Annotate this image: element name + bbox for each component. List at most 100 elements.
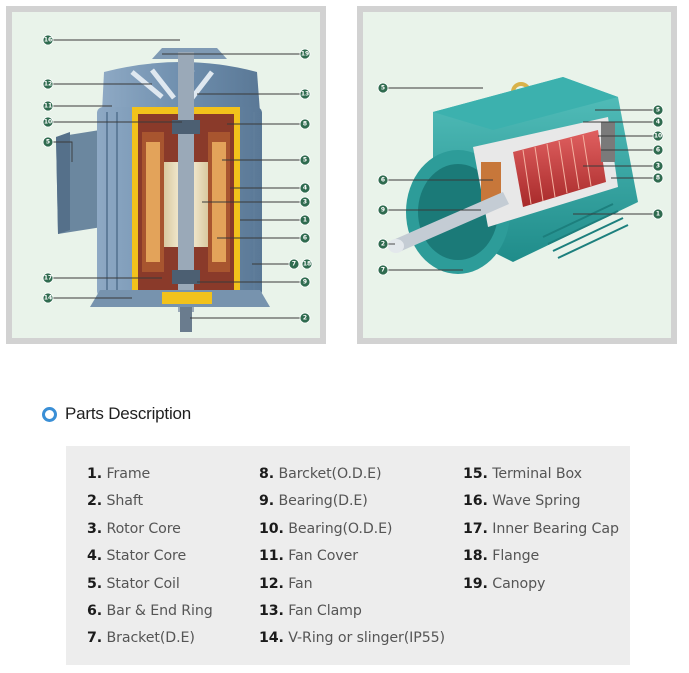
callout-9: 9 bbox=[377, 204, 389, 216]
callout-2: 2 bbox=[377, 238, 389, 250]
svg-text:6: 6 bbox=[303, 235, 307, 242]
circle-bullet-icon bbox=[42, 406, 57, 422]
section-header: Parts Description bbox=[42, 401, 191, 427]
bracket-ode bbox=[601, 122, 615, 162]
bearing-ode bbox=[172, 120, 200, 134]
svg-text:11: 11 bbox=[44, 103, 52, 110]
svg-text:2: 2 bbox=[303, 315, 307, 322]
callout-7: 7 bbox=[288, 258, 300, 270]
callout-5b: 5 bbox=[652, 104, 664, 116]
callout-markers: 16 19 12 13 11 10 8 5 5 4 3 1 6 7 18 17 … bbox=[42, 34, 313, 324]
svg-text:4: 4 bbox=[303, 185, 307, 192]
svg-text:1: 1 bbox=[656, 211, 660, 218]
svg-text:14: 14 bbox=[44, 295, 52, 302]
part-item: 6. Bar & End Ring bbox=[87, 602, 213, 619]
callout-8: 8 bbox=[652, 172, 664, 184]
svg-text:4: 4 bbox=[656, 119, 660, 126]
callout-19: 19 bbox=[299, 48, 311, 60]
part-item: 11. Fan Cover bbox=[259, 548, 358, 565]
part-item: 8. Barcket(O.D.E) bbox=[259, 466, 382, 482]
part-item: 9. Bearing(D.E) bbox=[259, 493, 368, 510]
stator-coil bbox=[481, 162, 501, 202]
svg-text:3: 3 bbox=[656, 163, 660, 170]
horizontal-motor-illustration: 5 5 4 10 6 3 8 6 9 1 2 7 bbox=[377, 77, 664, 276]
shaft bbox=[178, 52, 194, 312]
svg-text:5: 5 bbox=[656, 107, 660, 114]
callout-5b: 5 bbox=[299, 154, 311, 166]
part-item: 19. Canopy bbox=[463, 575, 546, 592]
callout-markers: 5 5 4 10 6 3 8 6 9 1 2 7 bbox=[377, 82, 664, 276]
part-item: 10. Bearing(O.D.E) bbox=[259, 520, 393, 537]
callout-11: 11 bbox=[42, 100, 54, 112]
part-item: 16. Wave Spring bbox=[463, 493, 581, 510]
part-item: 2. Shaft bbox=[87, 493, 143, 510]
parts-column-2: 8. Barcket(O.D.E) 9. Bearing(D.E) 10. Be… bbox=[259, 461, 445, 653]
callout-6b: 6 bbox=[377, 174, 389, 186]
callout-9: 9 bbox=[299, 276, 311, 288]
part-item: 12. Fan bbox=[259, 575, 313, 592]
svg-text:7: 7 bbox=[292, 261, 296, 268]
callout-16: 16 bbox=[42, 34, 54, 46]
svg-text:9: 9 bbox=[381, 207, 385, 214]
svg-text:6: 6 bbox=[381, 177, 385, 184]
svg-text:18: 18 bbox=[303, 261, 311, 268]
svg-text:1: 1 bbox=[303, 217, 307, 224]
fan-blades bbox=[130, 68, 214, 100]
callout-4: 4 bbox=[652, 116, 664, 128]
svg-text:19: 19 bbox=[301, 51, 309, 58]
vertical-motor-diagram: 16 19 12 13 11 10 8 5 5 4 3 1 6 7 18 17 … bbox=[6, 6, 326, 344]
part-item: 4. Stator Core bbox=[87, 548, 187, 565]
svg-text:7: 7 bbox=[381, 267, 385, 274]
svg-text:5: 5 bbox=[381, 85, 385, 92]
svg-text:17: 17 bbox=[44, 275, 52, 282]
callout-3: 3 bbox=[652, 160, 664, 172]
svg-text:5: 5 bbox=[303, 157, 307, 164]
svg-text:6: 6 bbox=[656, 147, 660, 154]
callout-10: 10 bbox=[42, 116, 54, 128]
parts-column-1: 1. Frame 2. Shaft 3. Rotor Core 4. Stato… bbox=[87, 461, 213, 653]
svg-text:12: 12 bbox=[44, 81, 52, 88]
svg-text:16: 16 bbox=[44, 37, 52, 44]
part-item: 7. Bracket(D.E) bbox=[87, 630, 195, 647]
parts-column-3: 15. Terminal Box 16. Wave Spring 17. Inn… bbox=[463, 461, 619, 598]
part-item: 14. V-Ring or slinger(IP55) bbox=[259, 630, 445, 647]
part-item: 18. Flange bbox=[463, 548, 540, 565]
callout-3: 3 bbox=[299, 196, 311, 208]
svg-text:8: 8 bbox=[656, 175, 660, 182]
vertical-motor-illustration: 16 19 12 13 11 10 8 5 5 4 3 1 6 7 18 17 … bbox=[42, 34, 313, 332]
callout-7: 7 bbox=[377, 264, 389, 276]
callout-1: 1 bbox=[299, 214, 311, 226]
part-item: 15. Terminal Box bbox=[463, 466, 582, 482]
callout-6a: 6 bbox=[652, 144, 664, 156]
callout-2: 2 bbox=[299, 312, 311, 324]
part-item: 5. Stator Coil bbox=[87, 575, 180, 592]
callout-12: 12 bbox=[42, 78, 54, 90]
svg-text:10: 10 bbox=[44, 119, 52, 126]
shaft bbox=[393, 192, 509, 252]
parts-description-box: 1. Frame 2. Shaft 3. Rotor Core 4. Stato… bbox=[66, 446, 630, 665]
callout-6: 6 bbox=[299, 232, 311, 244]
svg-text:8: 8 bbox=[303, 121, 307, 128]
part-item: 17. Inner Bearing Cap bbox=[463, 520, 619, 537]
horizontal-motor-diagram: 5 5 4 10 6 3 8 6 9 1 2 7 bbox=[357, 6, 677, 344]
svg-text:9: 9 bbox=[303, 279, 307, 286]
callout-5a: 5 bbox=[377, 82, 389, 94]
svg-text:3: 3 bbox=[303, 199, 307, 206]
svg-text:2: 2 bbox=[381, 241, 385, 248]
callout-10: 10 bbox=[652, 130, 664, 142]
svg-text:5: 5 bbox=[46, 139, 50, 146]
part-item: 1. Frame bbox=[87, 466, 151, 482]
rotor-core bbox=[513, 130, 606, 207]
part-item: 13. Fan Clamp bbox=[259, 602, 362, 619]
callout-4: 4 bbox=[299, 182, 311, 194]
callout-8: 8 bbox=[299, 118, 311, 130]
bearing-de bbox=[172, 270, 200, 284]
section-title: Parts Description bbox=[65, 404, 192, 423]
callout-5a: 5 bbox=[42, 136, 54, 148]
callout-14: 14 bbox=[42, 292, 54, 304]
callout-13: 13 bbox=[299, 88, 311, 100]
callout-18: 18 bbox=[301, 258, 313, 270]
svg-text:13: 13 bbox=[301, 91, 309, 98]
part-item: 3. Rotor Core bbox=[87, 520, 181, 537]
callout-1: 1 bbox=[652, 208, 664, 220]
